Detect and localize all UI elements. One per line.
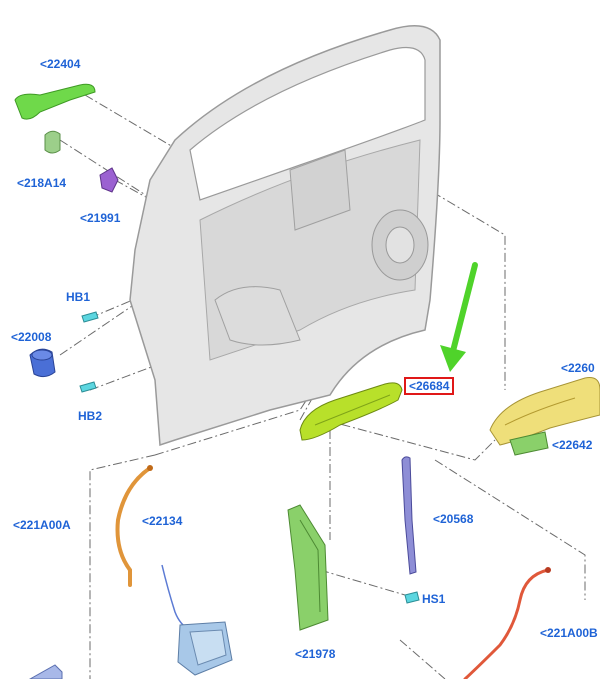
part-20568-shape bbox=[401, 456, 417, 575]
part-218A14-shape bbox=[44, 130, 61, 154]
part-21978-shape bbox=[287, 504, 329, 631]
part-26684-shape bbox=[299, 382, 403, 441]
green-arrow-down-left-icon bbox=[440, 262, 478, 372]
part-21991-shape bbox=[99, 167, 119, 193]
callout-HB2: HB2 bbox=[78, 409, 103, 423]
callout-221A00A: <221A00A bbox=[13, 518, 71, 532]
view-direction-icon bbox=[28, 664, 63, 679]
door-inner-panel bbox=[129, 25, 441, 447]
part-HB2-shape bbox=[79, 381, 97, 393]
latch-assembly-shape bbox=[177, 621, 233, 676]
callout-26684[interactable]: <26684 bbox=[404, 377, 455, 395]
part-221A00A-shape bbox=[115, 465, 153, 587]
callout-2260: <2260 bbox=[561, 361, 595, 375]
callout-21991: <21991 bbox=[80, 211, 121, 225]
part-22008-shape bbox=[29, 348, 56, 378]
callout-22008: <22008 bbox=[11, 330, 52, 344]
callout-22404: <22404 bbox=[40, 57, 81, 71]
callout-20568: <20568 bbox=[433, 512, 474, 526]
callout-218A14: <218A14 bbox=[17, 176, 67, 190]
callout-221A00B: <221A00B bbox=[540, 626, 598, 640]
part-22134-shape bbox=[161, 564, 191, 631]
part-22404-shape bbox=[14, 83, 96, 120]
callout-HS1: HS1 bbox=[422, 592, 446, 606]
callout-22134: <22134 bbox=[142, 514, 183, 528]
part-22642-shape bbox=[509, 431, 549, 456]
callout-HB1: HB1 bbox=[66, 290, 91, 304]
part-HB1-shape bbox=[81, 311, 99, 323]
callout-21978: <21978 bbox=[295, 647, 336, 661]
part-HS1-shape bbox=[404, 591, 420, 604]
callout-22642: <22642 bbox=[552, 438, 593, 452]
part-221A00B-shape bbox=[463, 567, 551, 679]
